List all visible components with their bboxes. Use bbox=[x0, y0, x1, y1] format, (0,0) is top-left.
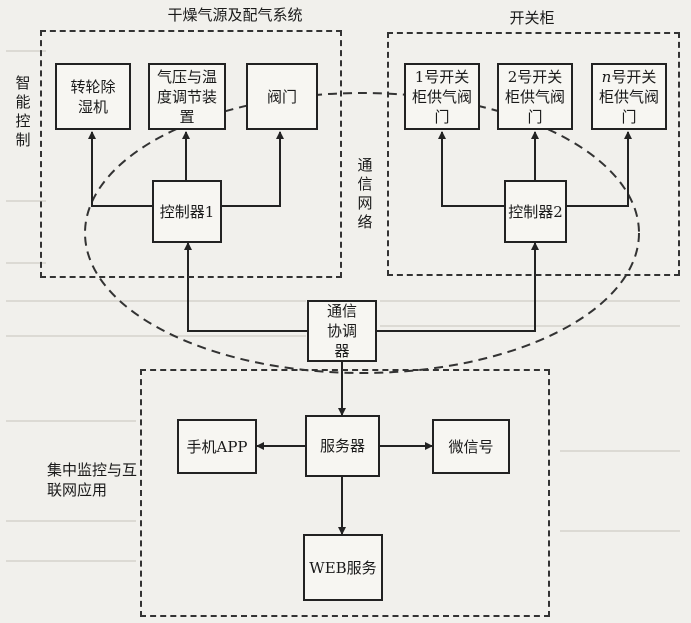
web-service-box: WEB服务 bbox=[303, 534, 383, 601]
air-valve-label: 阀门 bbox=[266, 87, 297, 106]
cabinetn-prefix: n bbox=[601, 67, 612, 86]
wechat-label: 微信号 bbox=[448, 437, 494, 456]
pressure-temp-label: 气压与温度调节装置 bbox=[156, 67, 217, 126]
network-label: 通信网络 bbox=[357, 156, 373, 231]
web-service-label: WEB服务 bbox=[309, 558, 377, 577]
monitoring-title: 集中监控与互联网应用 bbox=[47, 461, 138, 499]
mobile-app-label: 手机APP bbox=[186, 437, 248, 456]
cabinet2-valve-label: 2号开关柜供气阀门 bbox=[504, 67, 565, 126]
cabinet2-valve-box: 2号开关柜供气阀门 bbox=[497, 63, 573, 130]
dry-air-system-title: 干燥气源及配气系统 bbox=[167, 6, 303, 24]
air-valve-box: 阀门 bbox=[246, 63, 318, 130]
cabinet1-valve-box: 1号开关柜供气阀门 bbox=[404, 63, 480, 130]
controller2-label: 控制器2 bbox=[508, 202, 563, 221]
smart-control-label: 智能控制 bbox=[15, 74, 31, 149]
network-ellipse bbox=[84, 92, 640, 374]
dehumidifier-box: 转轮除湿机 bbox=[55, 63, 131, 130]
monitoring-group bbox=[140, 369, 550, 617]
controller2-box: 控制器2 bbox=[504, 180, 567, 243]
controller1-label: 控制器1 bbox=[159, 202, 215, 221]
server-box: 服务器 bbox=[305, 415, 380, 477]
dehumidifier-label: 转轮除湿机 bbox=[70, 77, 116, 116]
wechat-box: 微信号 bbox=[432, 419, 510, 474]
dry-air-system-group bbox=[40, 30, 342, 278]
pressure-temp-box: 气压与温度调节装置 bbox=[148, 63, 226, 130]
server-label: 服务器 bbox=[319, 437, 365, 455]
cabinetn-valve-label: n号开关柜供气阀门 bbox=[598, 67, 660, 127]
cabinetn-valve-box: n号开关柜供气阀门 bbox=[591, 63, 667, 130]
cabinetn-suffix: 号开关柜供气阀门 bbox=[598, 67, 659, 126]
cabinet1-valve-label: 1号开关柜供气阀门 bbox=[411, 67, 472, 126]
coordinator-box: 通信协调器 bbox=[307, 300, 377, 362]
switchgear-group bbox=[387, 32, 680, 276]
controller1-box: 控制器1 bbox=[152, 180, 222, 243]
switchgear-title: 开关柜 bbox=[509, 9, 555, 27]
coordinator-label: 通信协调器 bbox=[326, 302, 357, 360]
mobile-app-box: 手机APP bbox=[177, 419, 257, 474]
